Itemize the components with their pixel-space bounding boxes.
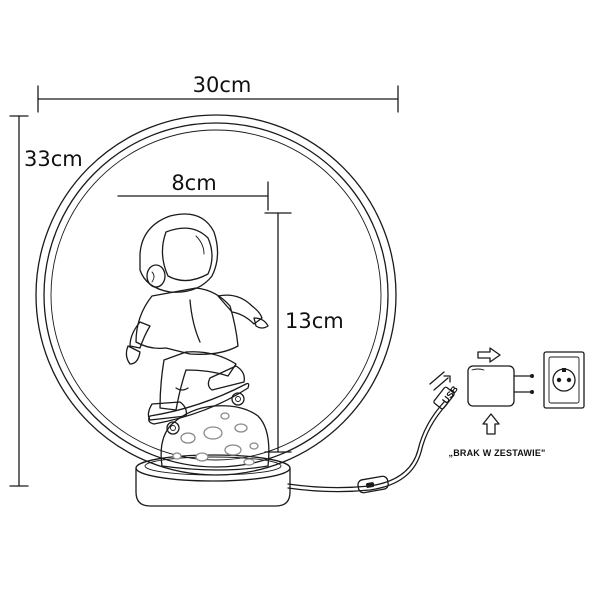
arrow-to-adapter-icon (429, 371, 451, 391)
height-label: 33cm (24, 147, 83, 171)
moon-rock (160, 405, 270, 471)
width-label: 30cm (193, 73, 252, 97)
figure-width-label: 8cm (171, 171, 216, 195)
lamp-base (135, 454, 291, 507)
arrow-to-socket-icon (477, 347, 501, 363)
figure-height-dimension: 13cm (264, 212, 344, 453)
lamp-ring (35, 114, 397, 476)
adapter-not-included-note: „BRAK W ZESTAWIE" (449, 448, 546, 458)
figure-height-label: 13cm (285, 309, 344, 333)
arrow-up-icon (482, 413, 500, 435)
width-dimension: 30cm (37, 73, 399, 113)
height-dimension: 33cm (9, 115, 83, 487)
usb-marking: USB (440, 384, 460, 406)
inline-switch (357, 475, 389, 494)
power-cable (287, 401, 448, 493)
wall-socket (543, 351, 585, 409)
astronaut-figure (125, 213, 269, 435)
usb-adapter (467, 365, 534, 407)
figure-width-dimension: 8cm (117, 171, 269, 211)
